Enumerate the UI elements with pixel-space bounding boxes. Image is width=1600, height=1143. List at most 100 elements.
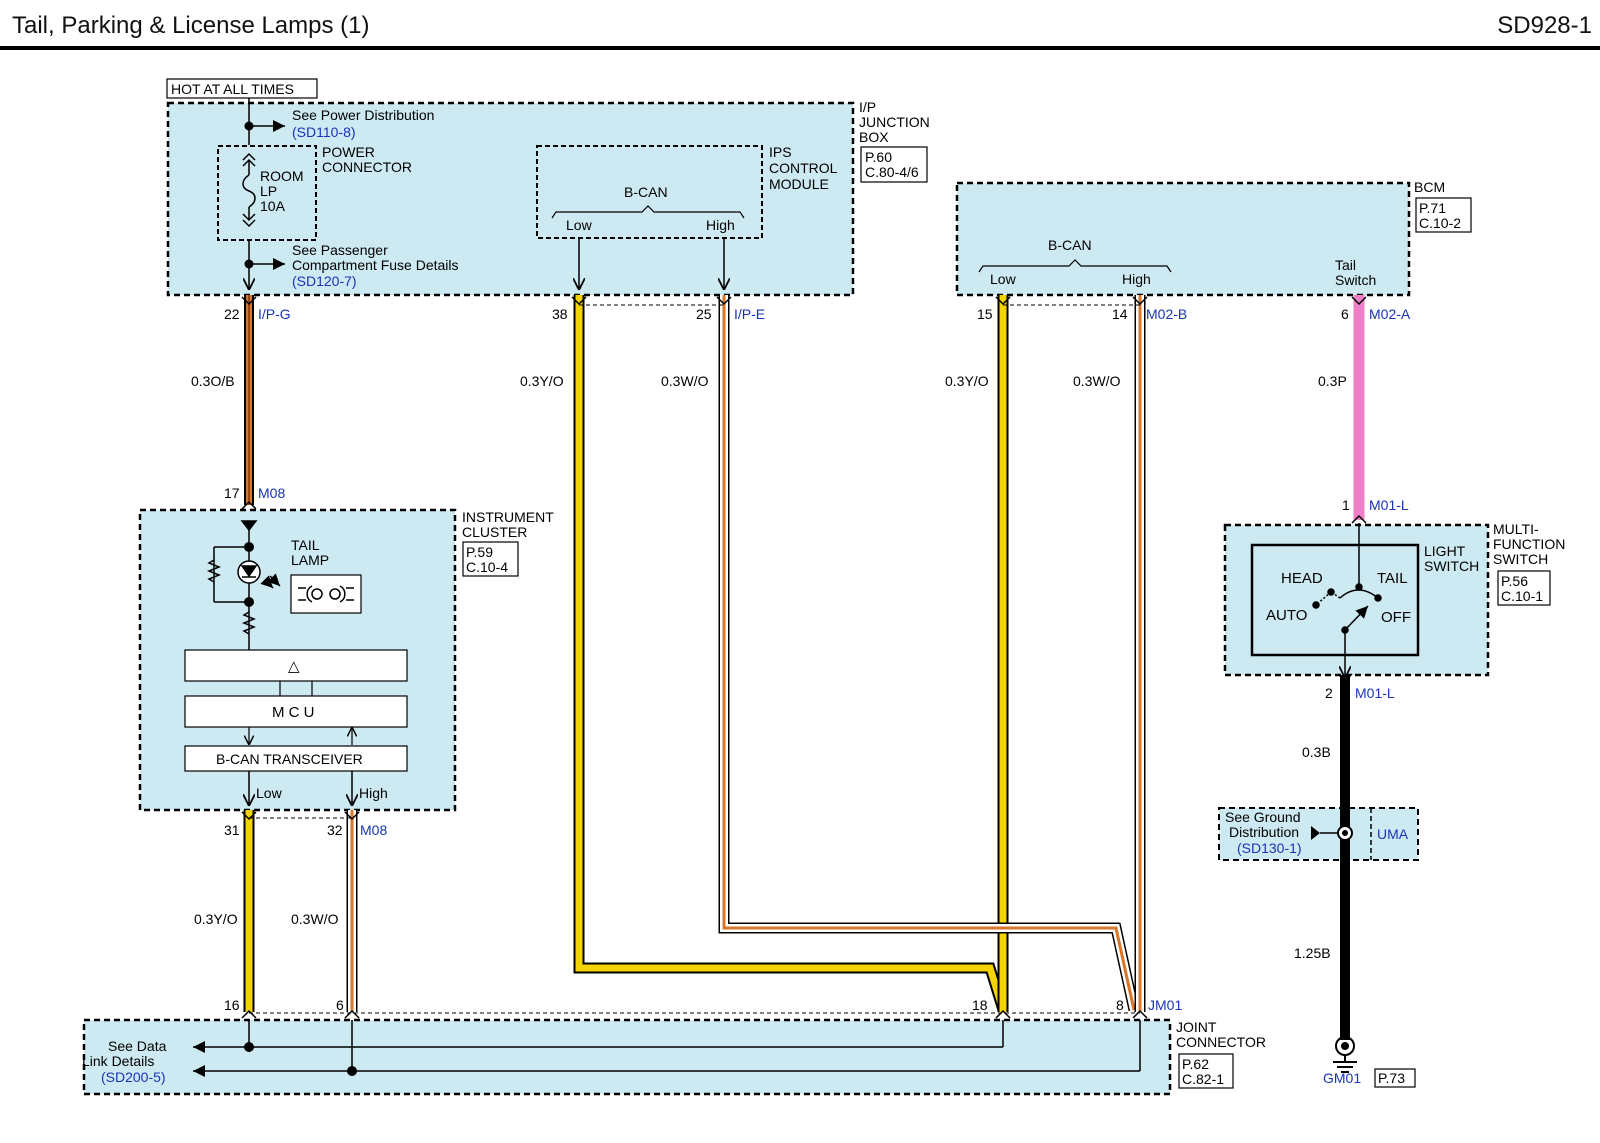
sd110-8-link[interactable]: (SD110-8)	[292, 124, 356, 140]
see-ground-2: Distribution	[1229, 824, 1299, 840]
pin-22: 22	[224, 306, 240, 322]
sd200-5-link[interactable]: (SD200-5)	[101, 1069, 166, 1085]
cluster-name-2: CLUSTER	[462, 524, 527, 540]
mfs-ref-page: P.56	[1501, 573, 1528, 589]
sd120-7-link[interactable]: (SD120-7)	[292, 273, 357, 289]
ips-label-3: MODULE	[769, 176, 829, 192]
mfs-name-1: MULTI-	[1493, 521, 1539, 537]
bcan-transceiver-label: B-CAN TRANSCEIVER	[216, 751, 363, 767]
cluster-name-1: INSTRUMENT	[462, 509, 554, 525]
wire-label-wo-ips: 0.3W/O	[661, 373, 709, 389]
wire-label-b: 0.3B	[1302, 744, 1331, 760]
bcm-tail-switch-2: Switch	[1335, 272, 1376, 288]
conn-m08-top: M08	[258, 485, 285, 501]
pin-8: 8	[1116, 997, 1124, 1013]
conn-m01-l-bottom: M01-L	[1355, 685, 1395, 701]
ipjb-name-2: JUNCTION	[859, 114, 930, 130]
wire-label-ob: 0.3O/B	[191, 373, 235, 389]
jc-ref-box	[1178, 1053, 1234, 1089]
fuse-label-10a: 10A	[260, 198, 286, 214]
mcu-label: M C U	[272, 704, 315, 721]
ipjb-ref-conn: C.80-4/6	[865, 164, 919, 180]
pin-1: 1	[1342, 497, 1350, 513]
page-title: Tail, Parking & License Lamps (1)	[12, 12, 370, 39]
pin-32: 32	[327, 822, 343, 838]
see-ground-1: See Ground	[1225, 809, 1301, 825]
bcm-ref-box	[1415, 197, 1472, 233]
see-data-link-1: See Data	[108, 1038, 167, 1054]
bcm-name: BCM	[1414, 179, 1445, 195]
tail-lamp-label-1: TAIL	[291, 537, 320, 553]
see-data-link-2: Link Details	[82, 1053, 154, 1069]
wire-label-wo-bcm: 0.3W/O	[1073, 373, 1121, 389]
bcm-ref-page: P.71	[1419, 200, 1446, 216]
pin-14: 14	[1112, 306, 1128, 322]
see-fuse-details-2: Compartment Fuse Details	[292, 257, 459, 273]
room-lp-fuse-icon	[242, 152, 256, 228]
joint-connector-box	[82, 1018, 1172, 1096]
wire-label-yo-bcm: 0.3Y/O	[945, 373, 989, 389]
see-power-distribution: See Power Distribution	[292, 107, 434, 123]
power-connector-label-2: CONNECTOR	[322, 159, 412, 175]
ips-label-2: CONTROL	[769, 160, 838, 176]
bcm-ref-conn: C.10-2	[1419, 215, 1461, 231]
fuse-label-room: ROOM	[260, 168, 304, 184]
mfs-name-2: FUNCTION	[1493, 536, 1565, 552]
ground-symbol-icon	[1333, 1036, 1357, 1073]
cluster-ref-box	[462, 541, 519, 577]
pin-17: 17	[224, 485, 240, 501]
hot-at-all-times-label	[166, 78, 318, 99]
gm01-ref: P.73	[1378, 1070, 1405, 1086]
jc-ref-page: P.62	[1182, 1056, 1209, 1072]
uma-label: UMA	[1377, 826, 1409, 842]
head-label: HEAD	[1281, 570, 1323, 587]
bcan-transceiver-block	[184, 745, 408, 772]
page-code: SD928-1	[1497, 12, 1592, 39]
light-switch-box	[1250, 543, 1420, 657]
ips-high-label: High	[706, 217, 735, 233]
warning-symbol: △	[288, 658, 300, 675]
ipjb-name-1: I/P	[859, 99, 876, 115]
pin-38: 38	[552, 306, 568, 322]
bcm-bcan-label: B-CAN	[1048, 237, 1092, 253]
ips-bcan-label: B-CAN	[624, 184, 668, 200]
auto-label: AUTO	[1266, 607, 1307, 624]
pin-31: 31	[224, 822, 240, 838]
cluster-high-label: High	[359, 785, 388, 801]
conn-m02-b: M02-B	[1146, 306, 1187, 322]
ipjb-name-3: BOX	[859, 129, 889, 145]
cluster-ref-page: P.59	[466, 544, 493, 560]
mfs-name-3: SWITCH	[1493, 551, 1548, 567]
wire-label-yo-cluster: 0.3Y/O	[194, 911, 238, 927]
pin-25: 25	[696, 306, 712, 322]
ips-low-label: Low	[566, 217, 593, 233]
wire-harness	[243, 295, 1365, 1040]
conn-m02-a: M02-A	[1369, 306, 1411, 322]
conn-m08-bottom: M08	[360, 822, 387, 838]
fuse-label-lp: LP	[260, 183, 277, 199]
sd130-1-link[interactable]: (SD130-1)	[1237, 840, 1302, 856]
conn-ip-g: I/P-G	[258, 306, 291, 322]
wire-label-yo-ips: 0.3Y/O	[520, 373, 564, 389]
jc-name-2: CONNECTOR	[1176, 1034, 1266, 1050]
light-switch-contacts-icon	[1312, 523, 1382, 678]
pin-16: 16	[224, 997, 240, 1013]
wire-label-wo-cluster: 0.3W/O	[291, 911, 339, 927]
gm01-ref-box	[1374, 1068, 1416, 1088]
conn-jm01: JM01	[1148, 997, 1182, 1013]
conn-m01-l-top: M01-L	[1369, 497, 1409, 513]
ips-control-module	[536, 145, 763, 239]
see-fuse-details-1: See Passenger	[292, 242, 388, 258]
power-connector-box	[217, 145, 317, 241]
power-connector-label-1: POWER	[322, 144, 375, 160]
header-bar: Tail, Parking & License Lamps (1) SD928-…	[0, 0, 1600, 50]
mcu-block	[184, 695, 408, 728]
cluster-low-label: Low	[256, 785, 283, 801]
light-switch-label-2: SWITCH	[1424, 558, 1479, 574]
warning-block	[184, 649, 408, 682]
pin-6-bcm: 6	[1341, 306, 1349, 322]
pin-15: 15	[977, 306, 993, 322]
ipjb-ref-page: P.60	[865, 149, 892, 165]
